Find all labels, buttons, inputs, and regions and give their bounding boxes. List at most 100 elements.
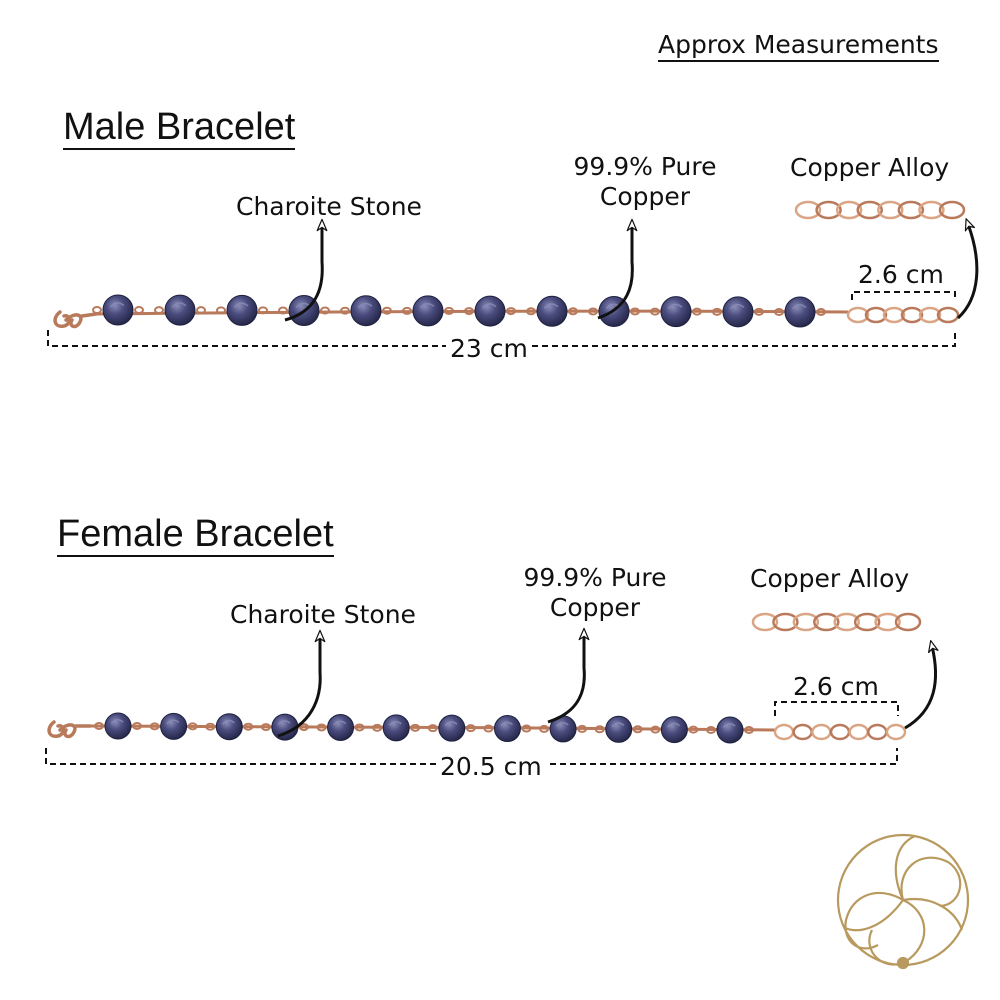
female-stone-arrow	[277, 629, 326, 738]
bead-vein	[729, 303, 745, 310]
male-stone-arrow	[284, 218, 328, 322]
bead-vein	[556, 721, 569, 727]
chain-link	[867, 723, 888, 741]
spiral-triskele-logo-icon	[836, 833, 970, 970]
wire-wrap	[568, 307, 578, 316]
chain-link	[792, 612, 820, 632]
charoite-bead	[784, 296, 816, 328]
chain-link	[885, 723, 907, 741]
wire-wrap	[260, 723, 271, 732]
bead-vein	[667, 722, 681, 728]
female-total-length: 20.5 cm	[436, 754, 546, 779]
charoite-bead	[716, 716, 744, 744]
chain-link	[813, 612, 840, 632]
female-bracelet-group	[45, 612, 939, 765]
wire-wrap	[149, 722, 160, 731]
bead-vein	[444, 721, 458, 727]
wire-wrap	[298, 723, 309, 732]
wire-wrap	[650, 307, 660, 316]
female-copper-label-line1: 99.9% Pure	[523, 563, 667, 592]
wire-wrap	[774, 308, 784, 316]
charoite-bead	[102, 294, 134, 326]
bead-vein	[333, 720, 347, 726]
charoite-bead	[660, 296, 692, 328]
charoite-bead	[382, 714, 410, 742]
charoite-bead	[605, 715, 633, 743]
male-extender-bracket	[851, 291, 956, 300]
wire-wrap	[744, 726, 754, 734]
wire-wrap	[205, 722, 216, 731]
charoite-bead	[536, 295, 568, 327]
female-extender-bracket	[774, 701, 899, 716]
bead-vein	[543, 303, 559, 309]
wire-wrap	[483, 724, 494, 733]
measurements-header: Approx Measurements	[658, 32, 939, 62]
bead-vein	[611, 722, 625, 728]
male-stone-label: Charoite Stone	[236, 192, 422, 221]
female-extender-length: 2.6 cm	[793, 672, 879, 701]
female-stone-label: Charoite Stone	[230, 600, 416, 629]
wire-wrap	[132, 722, 142, 730]
bead-vein	[722, 723, 736, 728]
wire-wrap	[630, 307, 640, 316]
chain-link	[864, 306, 888, 324]
bead-vein	[166, 719, 180, 725]
bead-vein	[481, 303, 497, 309]
wire-wrap	[382, 306, 392, 315]
wire-wrap	[444, 306, 454, 315]
bead-vein	[419, 303, 435, 309]
chain-link	[772, 612, 799, 632]
charoite-bead	[327, 713, 355, 741]
chain-link	[874, 612, 901, 632]
wire-wrap	[258, 306, 268, 315]
charoite-bead	[215, 713, 243, 741]
female-clasp-icon	[47, 720, 92, 739]
male-bracelet-title: Male Bracelet	[63, 106, 296, 150]
male-clasp-icon	[53, 310, 98, 329]
wire-wrap	[340, 306, 350, 315]
female-copper-label: 99.9% Pure Copper	[510, 563, 680, 623]
chain-link	[833, 612, 860, 632]
female-alloy-arrow	[904, 639, 939, 730]
chain-link	[936, 306, 960, 324]
wire-wrap	[521, 724, 532, 733]
charoite-bead	[160, 712, 188, 740]
charoite-bead	[164, 294, 196, 326]
bead-vein	[667, 303, 683, 310]
chain-link	[877, 200, 904, 220]
wire-wrap	[816, 308, 826, 316]
bead-vein	[110, 719, 124, 724]
wire-wrap	[594, 725, 605, 734]
chain-link	[918, 200, 945, 220]
wire-wrap	[410, 723, 421, 732]
male-copper-label-line2: Copper	[599, 182, 691, 211]
chain-link	[773, 723, 795, 741]
charoite-bead	[226, 294, 258, 326]
male-alloy-arrow	[956, 218, 979, 320]
wire-wrap	[754, 307, 764, 316]
wire-wrap	[506, 307, 516, 316]
chain-link	[792, 723, 813, 741]
male-extender-length: 2.6 cm	[858, 260, 944, 289]
charoite-bead	[474, 295, 506, 327]
male-bracelet-group	[47, 200, 979, 347]
wire-wrap	[402, 306, 412, 315]
chain-link	[846, 306, 870, 324]
female-copper-arrow	[547, 627, 590, 724]
female-alloy-label: Copper Alloy	[750, 564, 910, 593]
charoite-bead	[350, 295, 382, 327]
chain-link	[829, 723, 851, 741]
chain-link	[794, 200, 822, 220]
wire-wrap	[196, 306, 206, 315]
charoite-bead	[493, 715, 521, 743]
chain-link	[853, 612, 881, 632]
female-alloy-chain-sample	[751, 612, 922, 632]
charoite-bead	[412, 295, 444, 327]
male-copper-label: 99.9% Pure Copper	[560, 152, 730, 212]
bead-vein	[222, 719, 235, 725]
wire-wrap	[216, 306, 226, 315]
female-extender-chain	[773, 723, 907, 741]
chain-link	[835, 200, 863, 220]
wire-wrap	[320, 306, 330, 315]
chain-link	[811, 723, 832, 741]
